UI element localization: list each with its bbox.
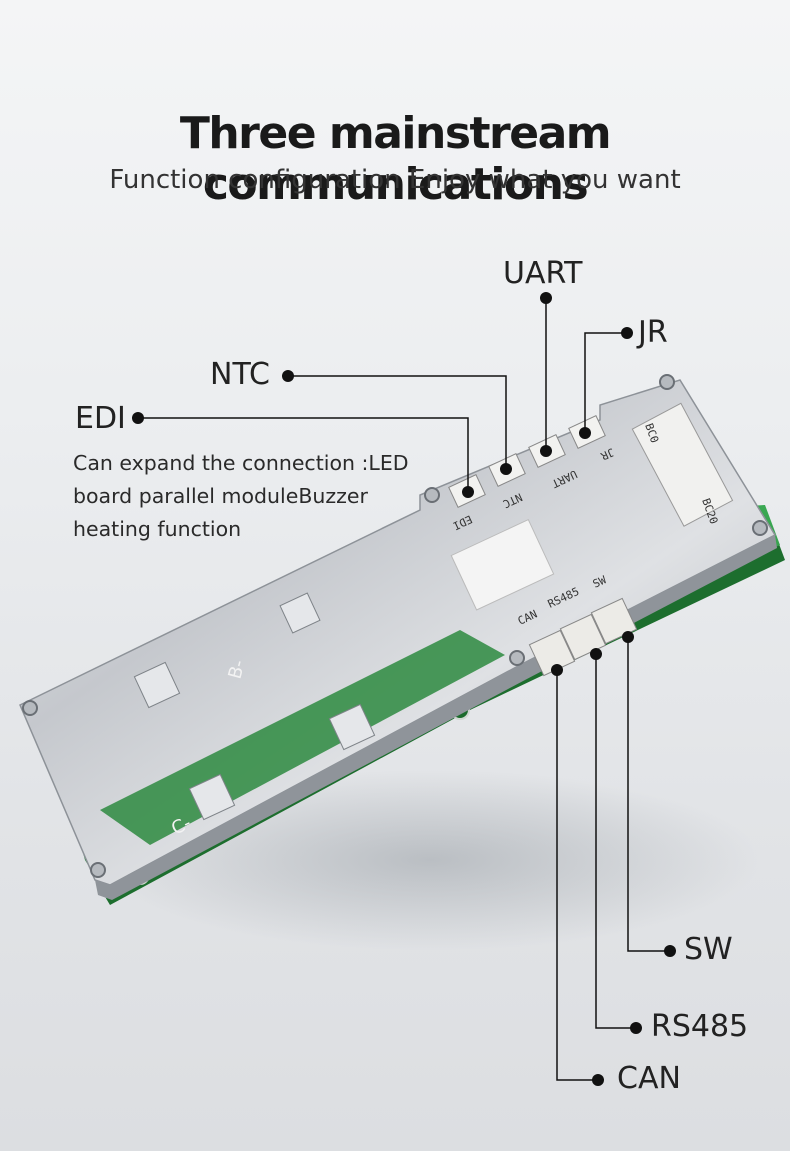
callout-ntc: NTC — [210, 357, 270, 392]
subline: Function configuration Enjoy what you wa… — [109, 165, 681, 195]
callout-sw: SW — [684, 932, 733, 967]
callout-rs485: RS485 — [651, 1009, 749, 1044]
headline: Three mainstream communications — [179, 108, 612, 210]
leader-rs485 — [595, 654, 636, 1029]
leader-lines — [138, 296, 670, 1081]
callout-uart: UART — [503, 256, 583, 291]
silk-jr: JR — [598, 445, 616, 463]
leader-edi — [138, 417, 469, 490]
silk-sw: SW — [591, 573, 609, 591]
leader-ntc — [288, 375, 507, 468]
leader-can — [556, 670, 598, 1081]
callout-edi: EDI — [75, 401, 126, 436]
callout-edi-description: Can expand the connection :LED board par… — [73, 451, 409, 541]
callout-jr: JR — [638, 315, 668, 350]
leader-jr — [584, 332, 627, 432]
leader-dots — [132, 292, 676, 1086]
silk-bc0: BC0 — [642, 422, 661, 445]
callout-can: CAN — [617, 1061, 681, 1096]
silk-b-minus: B- — [225, 658, 250, 682]
leader-sw — [627, 637, 670, 952]
